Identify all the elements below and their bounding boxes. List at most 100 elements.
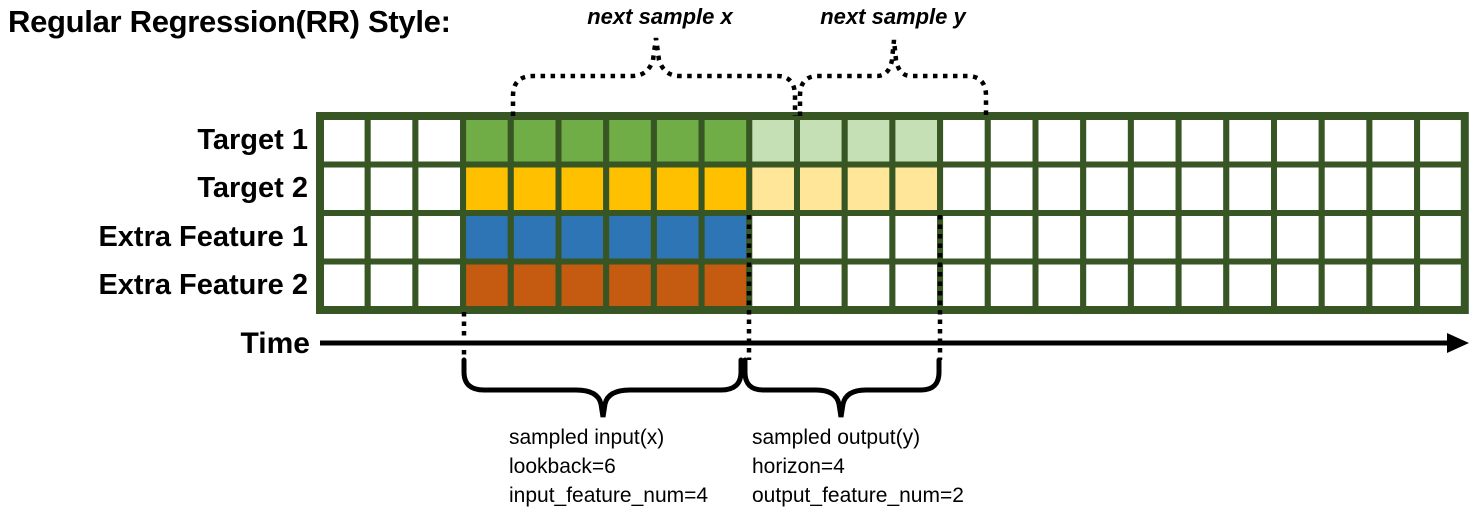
sampled-output-caption: sampled output(y) horizon=4 output_featu…: [752, 423, 964, 510]
grid-cell: [1366, 210, 1421, 265]
grid-cell: [412, 113, 467, 168]
grid-cell: [603, 161, 657, 216]
grid-cell: [746, 258, 800, 313]
grid-cell: [698, 210, 753, 265]
grid-cell: [794, 258, 848, 313]
grid-cell: [1223, 161, 1278, 216]
grid-cell: [794, 210, 848, 265]
grid-cell: [937, 210, 991, 265]
grid-cell: [507, 210, 562, 265]
grid-cell: [1032, 258, 1087, 313]
grid-cell: [841, 210, 896, 265]
grid-cell: [507, 113, 562, 168]
grid-cell: [507, 258, 562, 313]
sampled-input-caption: sampled input(x) lookback=6 input_featur…: [509, 423, 708, 510]
grid-cell: [984, 113, 1039, 168]
grid-cell: [555, 113, 610, 168]
sampled-output-caption-line-3: output_feature_num=2: [752, 484, 964, 507]
grid-cell: [937, 113, 991, 168]
grid-cell: [1414, 113, 1468, 168]
grid-cell: [317, 210, 371, 265]
grid-cell: [364, 258, 419, 313]
sampled-output-caption-line-2: horizon=4: [752, 455, 845, 478]
grid-cell: [460, 161, 514, 216]
grid-cell: [603, 113, 657, 168]
grid-cell: [1175, 258, 1230, 313]
grid-cell: [841, 161, 896, 216]
grid-cell: [889, 113, 944, 168]
row-label-target-2: Target 2: [197, 172, 308, 204]
grid-cell: [1080, 210, 1134, 265]
grid-cell: [1318, 113, 1373, 168]
grid-cell: [794, 113, 848, 168]
grid-cell: [460, 113, 514, 168]
grid-cell: [889, 210, 944, 265]
grid-cell: [841, 258, 896, 313]
grid-cell: [317, 113, 371, 168]
grid-cell: [1414, 258, 1468, 313]
grid-cell: [460, 258, 514, 313]
grid-cell: [1127, 210, 1182, 265]
row-label-target-1: Target 1: [197, 124, 308, 156]
grid-cell: [794, 161, 848, 216]
grid-cell: [1223, 258, 1278, 313]
grid-cell: [746, 113, 800, 168]
grid-cell: [1032, 161, 1087, 216]
next-sample-y-label: next sample y: [820, 4, 966, 29]
grid-cell: [984, 210, 1039, 265]
grid-cell: [698, 161, 753, 216]
next-sample-y-brace: [797, 39, 989, 116]
grid-cell: [1366, 113, 1421, 168]
grid-cell: [1080, 161, 1134, 216]
grid-cell: [746, 161, 800, 216]
grid-cell: [698, 258, 753, 313]
row-label-extra-feature-1: Extra Feature 1: [98, 221, 308, 253]
grid-cell: [1271, 113, 1325, 168]
grid-cell: [698, 113, 753, 168]
grid-cell: [1223, 210, 1278, 265]
grid-cell: [1223, 113, 1278, 168]
grid-cell: [1318, 258, 1373, 313]
grid-cell: [1366, 161, 1421, 216]
grid-cell: [1175, 113, 1230, 168]
grid-cell: [412, 258, 467, 313]
grid-cell: [1175, 210, 1230, 265]
grid-outer-border: [316, 112, 1469, 314]
grid-cell: [650, 161, 705, 216]
grid-cell: [1032, 210, 1087, 265]
sampled-input-brace: [461, 357, 744, 418]
grid-cell: [650, 258, 705, 313]
grid-cell: [746, 210, 800, 265]
grid-cell: [1271, 161, 1325, 216]
grid-cell: [317, 258, 371, 313]
sampled-output-caption-line-1: sampled output(y): [752, 426, 921, 449]
grid-cells: [317, 113, 1468, 313]
grid-cell: [1271, 210, 1325, 265]
sampled-input-caption-line-2: lookback=6: [509, 455, 616, 478]
sampled-output-brace: [742, 357, 942, 418]
row-label-extra-feature-2: Extra Feature 2: [98, 269, 308, 301]
grid-cell: [1127, 161, 1182, 216]
grid-cell: [1414, 161, 1468, 216]
grid-cell: [555, 210, 610, 265]
sampled-input-caption-line-3: input_feature_num=4: [509, 484, 709, 507]
grid-cell: [650, 113, 705, 168]
grid-cell: [603, 258, 657, 313]
grid-cell: [1271, 258, 1325, 313]
grid-cell: [1366, 258, 1421, 313]
grid-cell: [984, 161, 1039, 216]
sampled-input-caption-line-1: sampled input(x): [509, 426, 665, 449]
grid-cell: [460, 210, 514, 265]
grid-cell: [1414, 210, 1468, 265]
grid-cell: [364, 161, 419, 216]
diagram-title: Regular Regression(RR) Style:: [8, 4, 451, 39]
grid-cell: [889, 258, 944, 313]
time-axis-label: Time: [240, 327, 310, 360]
grid-cell: [1127, 113, 1182, 168]
grid-cell: [1318, 161, 1373, 216]
grid-cell: [364, 210, 419, 265]
next-sample-x-brace: [510, 37, 798, 116]
grid-cell: [555, 161, 610, 216]
